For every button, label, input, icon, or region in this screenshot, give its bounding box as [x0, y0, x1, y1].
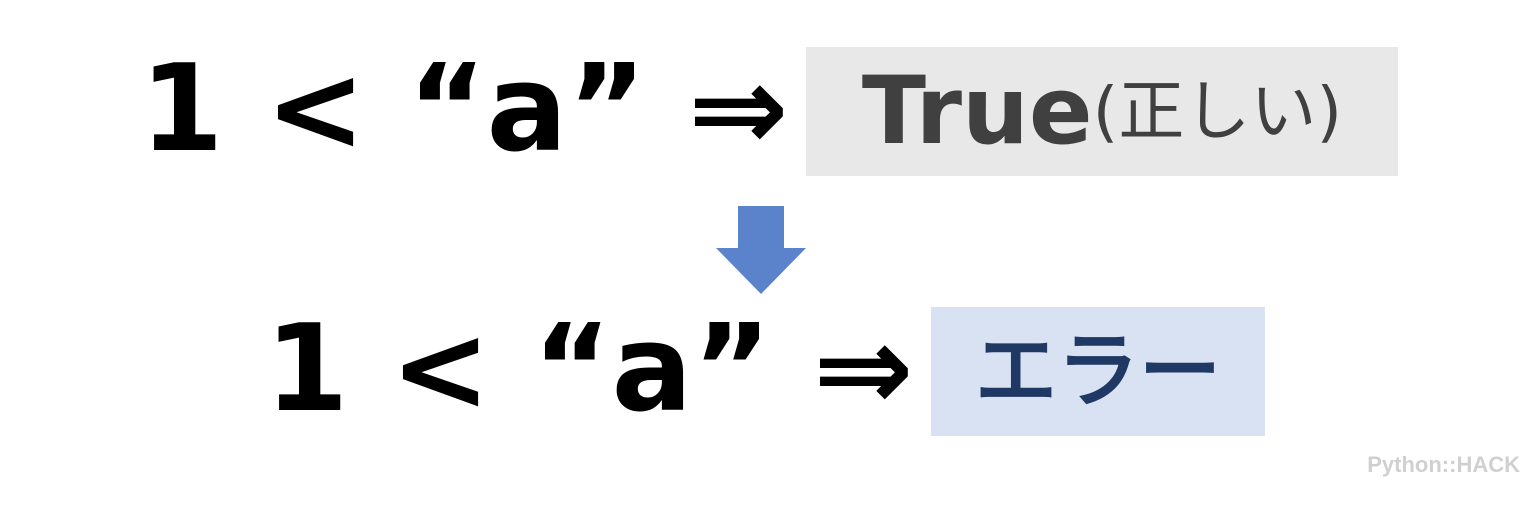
error-result-value: エラー [974, 323, 1221, 419]
true-result-note: (正しい) [1092, 72, 1343, 150]
down-arrow-icon [716, 206, 806, 294]
watermark-text: Python::HACK [1367, 452, 1520, 477]
top-expression: 1 < “a” ⇒ [140, 40, 789, 179]
true-result-box: True(正しい) [806, 47, 1398, 176]
bottom-expression: 1 < “a” ⇒ [265, 300, 914, 439]
error-result-box: エラー [931, 307, 1265, 436]
true-result-value: True [861, 56, 1093, 166]
